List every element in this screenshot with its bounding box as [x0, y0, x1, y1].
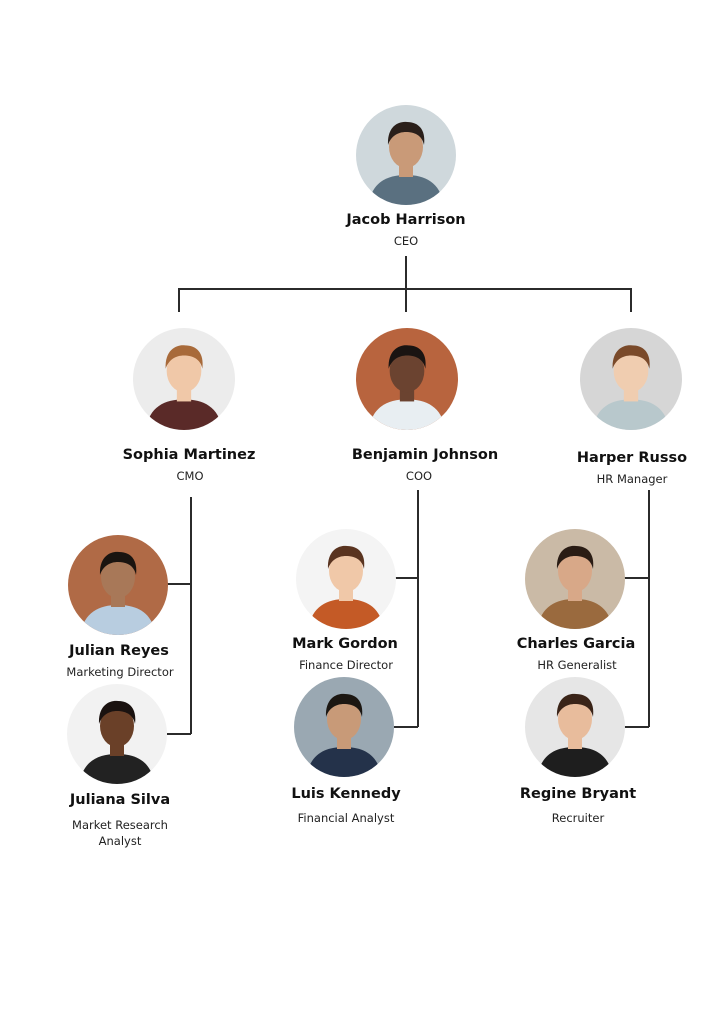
portrait-icon — [580, 328, 682, 430]
connector-line — [630, 288, 632, 312]
avatar-financial-analyst — [294, 677, 394, 777]
avatar-ceo — [356, 105, 456, 205]
portrait-icon — [67, 684, 167, 784]
connector-line — [394, 577, 418, 579]
connector-line — [167, 583, 191, 585]
role-coo: COO — [405, 469, 433, 483]
avatar-recruiter — [525, 677, 625, 777]
role-financial-analyst: Financial Analyst — [297, 811, 395, 825]
name-finance-director: Mark Gordon — [292, 636, 398, 652]
name-financial-analyst: Luis Kennedy — [291, 786, 401, 802]
connector-line — [624, 577, 649, 579]
connector-line — [178, 288, 180, 312]
role-ceo: CEO — [393, 234, 419, 248]
connector-line — [394, 726, 418, 728]
role-cmo: CMO — [176, 469, 204, 483]
portrait-icon — [356, 328, 458, 430]
name-recruiter: Regine Bryant — [519, 786, 637, 802]
avatar-cmo — [133, 328, 235, 430]
connector-line — [624, 726, 649, 728]
name-market-research-analyst: Juliana Silva — [69, 792, 171, 808]
connector-line — [417, 490, 419, 727]
role-market-research-analyst: Market Research Analyst — [72, 818, 168, 848]
name-coo: Benjamin Johnson — [351, 447, 499, 463]
connector-line — [178, 288, 631, 290]
role-finance-director: Finance Director — [299, 658, 393, 672]
avatar-hr-manager — [580, 328, 682, 430]
avatar-coo — [356, 328, 458, 430]
connector-line — [190, 497, 192, 734]
portrait-icon — [356, 105, 456, 205]
portrait-icon — [133, 328, 235, 430]
avatar-finance-director — [296, 529, 396, 629]
portrait-icon — [68, 535, 168, 635]
role-recruiter: Recruiter — [551, 811, 605, 825]
name-marketing-director: Julian Reyes — [69, 643, 169, 659]
connector-line — [648, 490, 650, 727]
portrait-icon — [525, 677, 625, 777]
connector-line — [405, 288, 407, 312]
avatar-hr-generalist — [525, 529, 625, 629]
role-marketing-director: Marketing Director — [66, 665, 174, 679]
connector-line — [167, 733, 191, 735]
portrait-icon — [525, 529, 625, 629]
name-ceo: Jacob Harrison — [346, 212, 466, 228]
avatar-marketing-director — [68, 535, 168, 635]
name-cmo: Sophia Martinez — [122, 447, 256, 463]
role-hr-manager: HR Manager — [596, 472, 668, 486]
avatar-market-research-analyst — [67, 684, 167, 784]
connector-line — [405, 256, 407, 289]
role-hr-generalist: HR Generalist — [537, 658, 617, 672]
name-hr-generalist: Charles Garcia — [516, 636, 636, 652]
name-hr-manager: Harper Russo — [576, 450, 688, 466]
portrait-icon — [294, 677, 394, 777]
portrait-icon — [296, 529, 396, 629]
